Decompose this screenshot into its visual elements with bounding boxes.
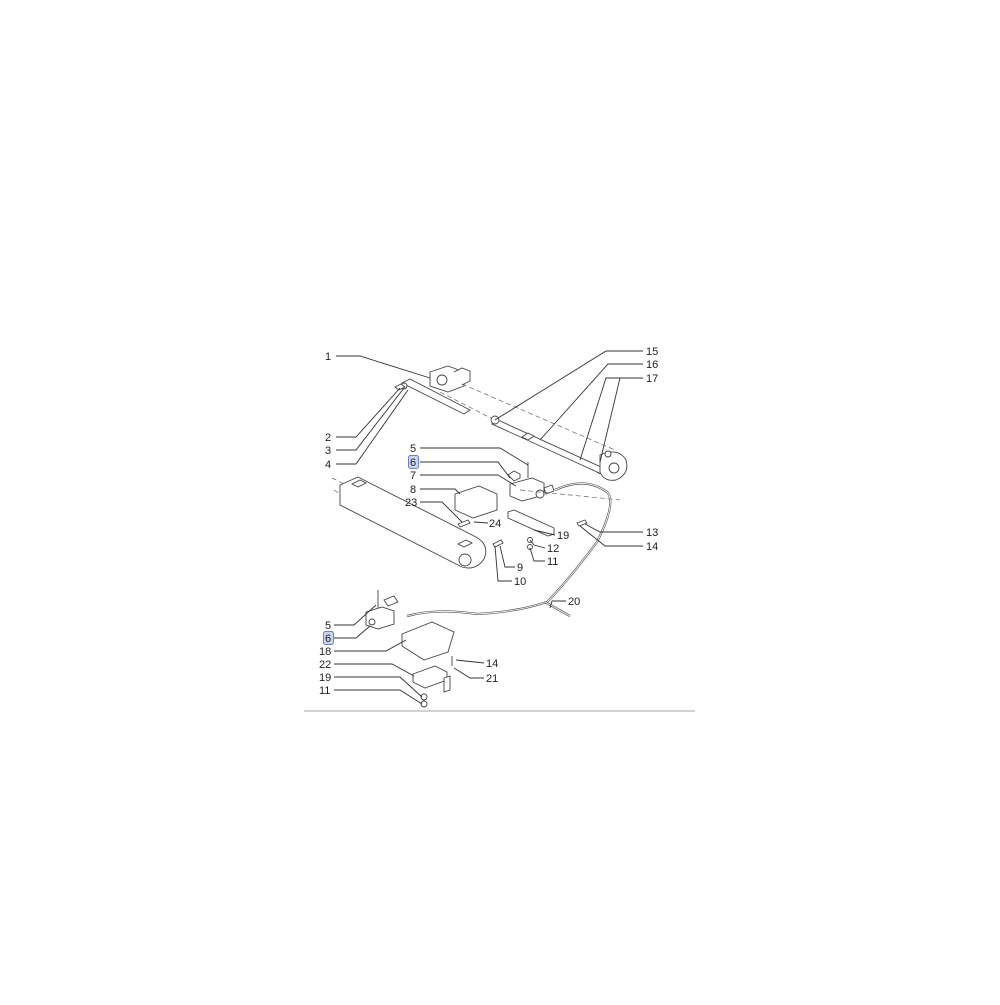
callout-label: 9 bbox=[517, 562, 523, 574]
upper-solenoid-assembly bbox=[454, 462, 621, 550]
callout-14-upper[interactable]: 14 bbox=[646, 541, 658, 553]
callout-label: 12 bbox=[547, 543, 559, 555]
callout-label: 6 bbox=[325, 633, 331, 645]
callout-label: 8 bbox=[410, 484, 416, 496]
callout-12[interactable]: 12 bbox=[547, 543, 559, 555]
callout-label: 11 bbox=[319, 685, 330, 697]
callout-16[interactable]: 16 bbox=[646, 359, 658, 371]
callout-label: 16 bbox=[646, 359, 658, 371]
callout-6-upper-highlighted[interactable]: 6 bbox=[408, 455, 419, 470]
callout-21[interactable]: 21 bbox=[486, 673, 498, 685]
callout-2[interactable]: 2 bbox=[325, 432, 331, 444]
callout-11-lower[interactable]: 11 bbox=[319, 685, 330, 697]
callout-label: 22 bbox=[319, 659, 331, 671]
callout-5-upper[interactable]: 5 bbox=[410, 443, 416, 455]
callout-label: 11 bbox=[547, 556, 558, 568]
callout-label: 19 bbox=[319, 672, 331, 684]
callout-label: 19 bbox=[557, 530, 569, 542]
highlight-box bbox=[323, 631, 334, 645]
callout-label: 20 bbox=[568, 596, 580, 608]
callout-label: 4 bbox=[325, 459, 331, 471]
callout-label: 13 bbox=[646, 527, 658, 539]
callout-label: 21 bbox=[486, 673, 498, 685]
callout-15[interactable]: 15 bbox=[646, 346, 658, 358]
callout-24[interactable]: 24 bbox=[489, 518, 501, 530]
callout-4[interactable]: 4 bbox=[325, 459, 331, 471]
callout-label: 3 bbox=[325, 445, 331, 457]
callout-14-lower[interactable]: 14 bbox=[486, 658, 498, 670]
callout-8[interactable]: 8 bbox=[410, 484, 416, 496]
callout-20[interactable]: 20 bbox=[568, 596, 580, 608]
cable-harness bbox=[406, 482, 612, 618]
callout-23[interactable]: 23 bbox=[405, 497, 417, 509]
callout-11-upper[interactable]: 11 bbox=[547, 556, 558, 568]
callout-label: 24 bbox=[489, 518, 501, 530]
callout-10[interactable]: 10 bbox=[514, 576, 526, 588]
callout-label: 23 bbox=[405, 497, 417, 509]
leader-lines bbox=[334, 350, 643, 705]
callout-label: 6 bbox=[410, 457, 416, 469]
callout-label: 10 bbox=[514, 576, 526, 588]
upper-cylinder-illustration bbox=[394, 365, 628, 481]
callout-label: 5 bbox=[410, 443, 416, 455]
callout-label: 14 bbox=[646, 541, 658, 553]
callout-17[interactable]: 17 bbox=[646, 373, 658, 385]
callout-1[interactable]: 1 bbox=[325, 351, 331, 363]
callout-6-lower-highlighted[interactable]: 6 bbox=[323, 631, 334, 646]
callout-3[interactable]: 3 bbox=[325, 445, 331, 457]
callout-label: 15 bbox=[646, 346, 658, 358]
callout-9[interactable]: 9 bbox=[517, 562, 523, 574]
highlight-box bbox=[408, 455, 419, 469]
callout-label: 5 bbox=[325, 620, 331, 632]
callout-label: 7 bbox=[410, 470, 416, 482]
callout-22[interactable]: 22 bbox=[319, 659, 331, 671]
callout-5-lower[interactable]: 5 bbox=[325, 620, 331, 632]
lower-solenoid-assembly bbox=[365, 590, 455, 708]
callout-label: 2 bbox=[325, 432, 331, 444]
callout-19-lower[interactable]: 19 bbox=[319, 672, 331, 684]
callout-19-upper[interactable]: 19 bbox=[557, 530, 569, 542]
callout-label: 14 bbox=[486, 658, 498, 670]
callouts: 1 2 3 4 15 16 17 5 6 7 8 23 24 19 12 11 … bbox=[319, 346, 658, 697]
lower-cylinder-illustration bbox=[331, 476, 487, 569]
callout-label: 18 bbox=[319, 646, 331, 658]
callout-7[interactable]: 7 bbox=[410, 470, 416, 482]
callout-13[interactable]: 13 bbox=[646, 527, 658, 539]
callout-label: 17 bbox=[646, 373, 658, 385]
callout-18[interactable]: 18 bbox=[319, 646, 331, 658]
callout-label: 1 bbox=[325, 351, 331, 363]
